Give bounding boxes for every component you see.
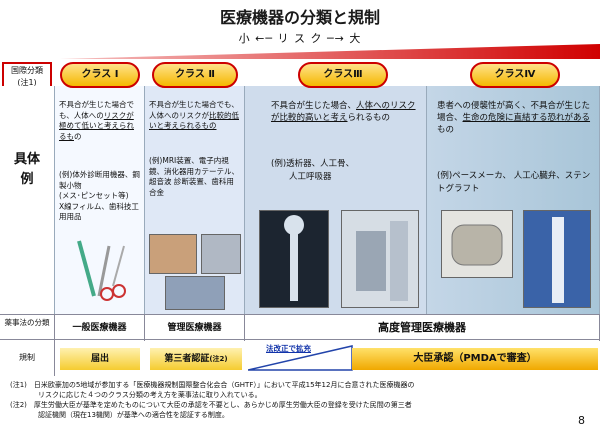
class1-column: 不具合が生じた場合でも、人体へのリスクが極めて低いと考えられるもの (例)体外診… bbox=[55, 86, 145, 314]
class4-description: 患者への侵襲性が高く、不具合が生じた場合、生命の危険に直結する恐れがあるもの bbox=[437, 101, 591, 135]
page-number: 8 bbox=[578, 414, 585, 427]
notification-box: 届出 bbox=[60, 348, 140, 370]
artificial-bone-xray-image bbox=[259, 210, 329, 308]
class3-description: 不具合が生じた場合、人体へのリスクが比較的高いと考えられるもの bbox=[271, 101, 416, 123]
left-rail bbox=[0, 86, 55, 314]
third-party-cert-box: 第三者認証(注2) bbox=[150, 348, 242, 370]
class2-tab: クラス Ⅱ bbox=[152, 62, 238, 88]
regulation-row: 規制 届出 第三者認証(注2) 法改正で拡充 大臣承認（PMDAで審査） bbox=[0, 340, 600, 376]
class2-examples: (例)MRI装置、電子内視鏡、消化器用カテーテル、超音波 診断装置、歯科用合金 bbox=[149, 156, 239, 197]
controlled-device-cell: 管理医療機器 bbox=[145, 315, 245, 341]
mri-image bbox=[149, 234, 197, 274]
class3-examples: (例)透析器、人工骨、 人工呼吸器 bbox=[271, 159, 355, 182]
scissors-scalpel-icon bbox=[77, 240, 126, 301]
dialyzer-icon bbox=[356, 221, 408, 301]
class4-column: 患者への侵襲性が高く、不具合が生じた場合、生命の危険に直結する恐れがあるもの (… bbox=[427, 86, 600, 314]
class1-description: 不具合が生じた場合でも、人体へのリスクが極めて低いと考えられるもの bbox=[59, 100, 134, 141]
risk-wedge bbox=[60, 44, 600, 59]
highly-controlled-device-cell: 高度管理医療機器 bbox=[245, 315, 600, 341]
risk-label: 小 ←─ リ ス ク ─→ 大 bbox=[238, 32, 362, 45]
class3-column: 不具合が生じた場合、人体へのリスクが比較的高いと考えられるもの (例)透析器、人… bbox=[245, 86, 427, 314]
concrete-example-label: 具体例 bbox=[14, 152, 41, 187]
footnotes: (注1) 日米欧豪加の5地域が参加する「医療機器規制国際整合化会合（GHTF）」… bbox=[10, 381, 415, 419]
pacemaker-image bbox=[441, 210, 513, 278]
stent-graft-image bbox=[523, 210, 591, 308]
bone-icon bbox=[284, 215, 304, 301]
endoscope-image bbox=[201, 234, 241, 274]
pacemaker-icon bbox=[451, 224, 503, 266]
law-row-label: 薬事法の分類 bbox=[0, 315, 55, 341]
class4-examples: (例)ペースメーカ、 人工心臓弁、ステントグラフト bbox=[437, 171, 591, 194]
stent-graft-icon bbox=[552, 217, 564, 303]
class4-tab: クラスⅣ bbox=[470, 62, 560, 88]
minister-approval-box: 大臣承認（PMDAで審査） bbox=[352, 348, 598, 370]
class1-tab: クラス Ⅰ bbox=[60, 62, 140, 88]
regulation-row-label: 規制 bbox=[0, 340, 55, 376]
law-revision-expand-label: 法改正で拡充 bbox=[266, 344, 311, 353]
law-classification-row: 薬事法の分類 一般医療機器 管理医療機器 高度管理医療機器 bbox=[0, 314, 600, 341]
ultrasound-image bbox=[165, 276, 225, 310]
general-device-cell: 一般医療機器 bbox=[55, 315, 145, 341]
dialyzer-image bbox=[341, 210, 419, 308]
class1-examples: (例)体外診断用機器、鋼製小物 (メス･ピンセット等) X線フィルム、歯科技工用… bbox=[59, 170, 140, 221]
class2-column: 不具合が生じた場合でも、人体へのリスクが比較的低いと考えられるもの (例)MRI… bbox=[145, 86, 245, 314]
class3-tab: クラスⅢ bbox=[298, 62, 388, 88]
page-title: 医療機器の分類と規制 bbox=[219, 8, 380, 27]
class2-description: 不具合が生じた場合でも、人体へのリスクが比較的低いと考えられるもの bbox=[149, 100, 239, 130]
